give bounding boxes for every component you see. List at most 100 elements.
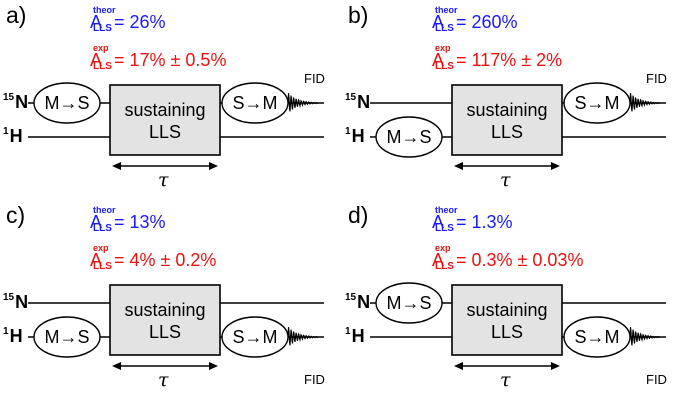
a-subscript: LLS <box>93 61 112 72</box>
a-letter: A <box>90 12 103 32</box>
a-letter: A <box>432 12 445 32</box>
isotope-mass: 1 <box>345 126 351 137</box>
block-label-line1: sustaining <box>466 300 548 320</box>
block-label-line1: sustaining <box>124 100 206 120</box>
isotope-mass: 15 <box>345 92 357 103</box>
pre-conversion-label: M→S <box>44 327 90 347</box>
atom-symbol: H <box>351 126 365 146</box>
tau-label: τ <box>500 369 511 391</box>
panel-label: b) <box>348 2 369 28</box>
a-superscript: theor <box>435 205 458 215</box>
tau-arrowhead-left <box>454 162 463 170</box>
enhancement-value: = 260% <box>456 12 518 32</box>
a-subscript: LLS <box>93 23 112 34</box>
enhancement-value: = 4% ± 0.2% <box>114 250 217 270</box>
h1-channel-label: 1H <box>3 326 23 346</box>
a-subscript: LLS <box>93 223 112 234</box>
a-superscript: theor <box>93 5 116 15</box>
isotope-mass: 15 <box>3 292 15 303</box>
fid-label: FID <box>304 372 325 387</box>
pre-conversion-oval <box>33 82 101 124</box>
pre-conversion-oval <box>375 116 443 158</box>
tau-label: τ <box>500 169 511 191</box>
tau-arrowhead-left <box>454 362 463 370</box>
panel-graphics <box>28 284 324 370</box>
fid-signal <box>287 93 319 112</box>
panel-label: c) <box>6 202 26 228</box>
n15-channel-label: 15N <box>3 292 28 312</box>
atom-symbol: N <box>357 292 371 312</box>
enhancement-value: = 17% ± 0.5% <box>114 50 227 70</box>
a-letter: A <box>432 50 445 70</box>
sustaining-block <box>109 84 221 156</box>
a-superscript: theor <box>93 205 116 215</box>
panel-graphics <box>370 282 666 370</box>
n15-channel-label: 15N <box>345 92 371 112</box>
atom-symbol: N <box>15 92 29 112</box>
fid-label: FID <box>646 71 667 86</box>
atom-symbol: H <box>351 326 365 346</box>
panel-label: d) <box>348 202 369 228</box>
block-label-line2: LLS <box>490 122 524 142</box>
n15-channel-label: 15N <box>3 92 29 112</box>
pre-conversion-label: M→S <box>386 127 432 147</box>
post-conversion-label: S→M <box>574 327 620 347</box>
block-label-line2: LLS <box>490 322 524 342</box>
isotope-mass: 1 <box>3 126 9 137</box>
a-letter: A <box>90 212 103 232</box>
h1-channel-label: 1H <box>345 326 365 346</box>
atom-symbol: N <box>357 92 371 112</box>
tau-arrowhead-right <box>209 162 218 170</box>
fid-signal <box>629 327 661 346</box>
pre-conversion-oval <box>33 316 101 358</box>
a-subscript: LLS <box>93 261 112 272</box>
isotope-mass: 15 <box>345 292 357 303</box>
panel-label: a) <box>6 2 27 28</box>
panel-graphics <box>28 82 324 170</box>
a-superscript: exp <box>435 243 451 253</box>
h1-channel-label: 1H <box>345 126 365 146</box>
enhancement-value: = 1.3% <box>456 212 513 232</box>
block-label-line2: LLS <box>148 322 182 342</box>
fid-signal <box>287 327 319 346</box>
fid-label: FID <box>646 372 667 387</box>
a-letter: A <box>432 212 445 232</box>
atom-symbol: H <box>9 326 23 346</box>
enhancement-value: = 0.3% ± 0.03% <box>456 250 584 270</box>
a-superscript: exp <box>93 43 109 53</box>
panel-graphics <box>370 82 666 170</box>
block-label-line2: LLS <box>148 122 182 142</box>
a-letter: A <box>90 250 103 270</box>
enhancement-value: = 26% <box>114 12 166 32</box>
a-superscript: exp <box>93 243 109 253</box>
atom-symbol: H <box>9 126 23 146</box>
isotope-mass: 1 <box>345 326 351 337</box>
pre-conversion-oval <box>375 282 443 324</box>
tau-arrowhead-left <box>112 362 121 370</box>
enhancement-value: = 117% ± 2% <box>456 50 563 70</box>
a-superscript: theor <box>435 5 458 15</box>
a-subscript: LLS <box>435 61 454 72</box>
fid-signal <box>629 93 661 112</box>
tau-arrowhead-right <box>209 362 218 370</box>
pre-conversion-label: M→S <box>386 293 432 313</box>
